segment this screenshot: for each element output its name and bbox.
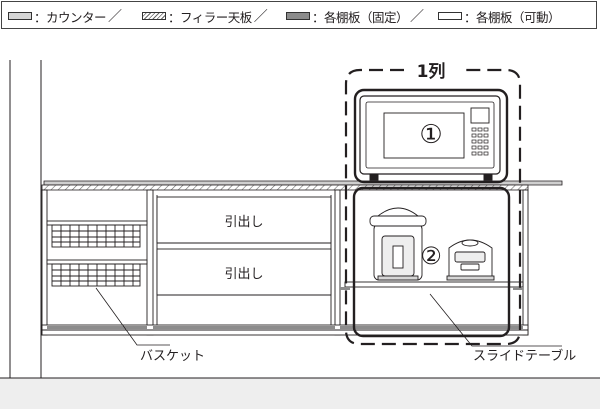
control-buttons: [471, 127, 489, 156]
microwave: ①: [359, 95, 501, 181]
fixed-shelves: [47, 326, 523, 329]
legend: ：カウンター ／ ：フィラー天板 ／ ：各棚板（固定） ／ ：各棚板（可動）: [1, 1, 597, 29]
counter-swatch: [8, 12, 32, 20]
wall: [9, 60, 42, 378]
drawer-top: 引出し: [156, 196, 332, 244]
legend-item-filler: ：フィラー天板 ／: [142, 8, 268, 25]
basket-bottom: [46, 259, 148, 287]
fixed-shelf-swatch: [286, 12, 310, 20]
legend-separator: ／: [108, 9, 123, 25]
legend-label-fixed-shelf: ：各棚板（固定）: [312, 9, 409, 25]
legend-label-counter: ：カウンター: [34, 9, 107, 25]
movable-shelf-swatch: [438, 12, 462, 20]
microwave-frame: [353, 88, 509, 184]
basket-label: バスケット: [140, 349, 205, 364]
cabinet-body: [41, 189, 529, 336]
slide-table: [340, 281, 524, 290]
drawer-bottom: 引出し: [156, 248, 332, 296]
legend-separator: ／: [253, 9, 268, 25]
floor: [0, 377, 600, 409]
basket-top: [46, 220, 148, 248]
legend-label-movable-shelf: ：各棚板（可動）: [464, 9, 561, 25]
column-boundary: [344, 68, 522, 346]
legend-item-counter: ：カウンター ／: [8, 8, 123, 25]
legend-item-movable-shelf: ：各棚板（可動）: [438, 8, 562, 25]
legend-item-fixed-shelf: ：各棚板（固定） ／: [286, 8, 425, 25]
drawer-label: 引出し: [224, 267, 263, 282]
legend-separator: ／: [410, 9, 425, 25]
column-label: 1列: [417, 61, 446, 82]
rice-cooker: [446, 239, 495, 281]
slide-table-callout-line: [429, 293, 562, 347]
legend-label-filler: ：フィラー天板: [168, 9, 252, 25]
pot-number: ②: [420, 242, 442, 270]
filler-swatch: [142, 12, 166, 20]
shelf-frame: [352, 186, 511, 338]
thermo-pot: [369, 207, 427, 281]
drawer-label: 引出し: [224, 215, 263, 230]
microwave-number: ①: [419, 120, 442, 150]
basket-callout-line: [95, 287, 170, 346]
slide-table-label: スライドテーブル: [473, 348, 576, 364]
